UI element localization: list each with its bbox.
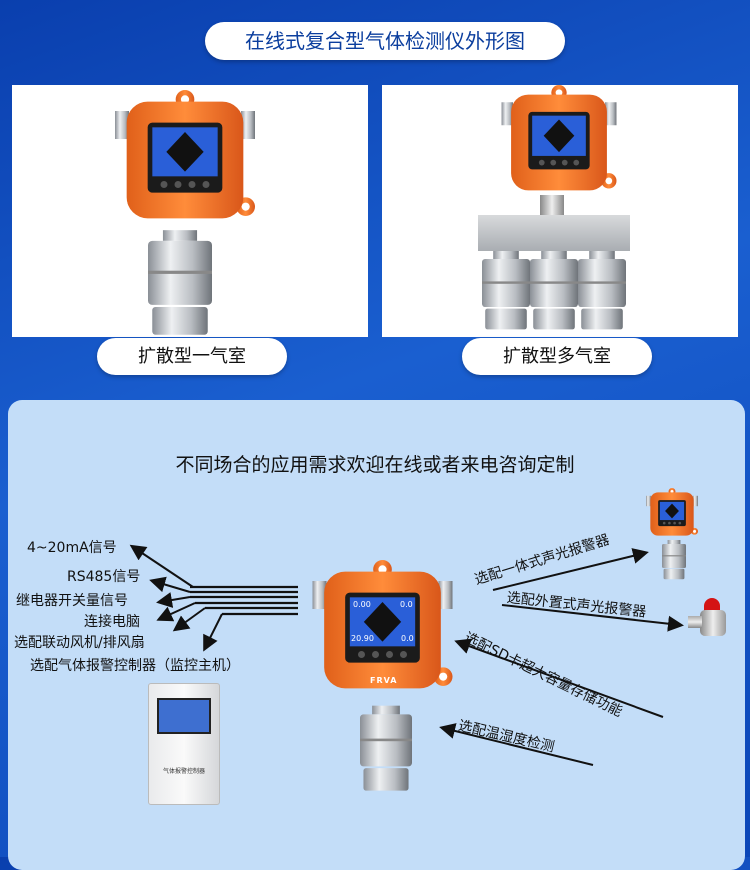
arrow bbox=[156, 602, 196, 622]
product-label-single: 扩散型一气室 bbox=[97, 338, 287, 375]
product-label-multi: 扩散型多气室 bbox=[462, 338, 652, 375]
page-title: 在线式复合型气体检测仪外形图 bbox=[205, 22, 565, 60]
output-computer: 连接电脑 bbox=[84, 614, 140, 630]
arrow bbox=[492, 548, 649, 591]
arrow bbox=[172, 607, 206, 632]
product-image-single-chamber bbox=[12, 85, 368, 337]
controller-label: 气体报警控制器 bbox=[162, 768, 205, 775]
output-controller: 选配气体报警控制器（监控主机） bbox=[30, 658, 240, 674]
screen-reading-3: 20.90 bbox=[351, 634, 374, 643]
arrow bbox=[454, 638, 664, 718]
output-4-20ma: 4~20mA信号 bbox=[27, 540, 117, 556]
product-image-multi-chamber bbox=[382, 85, 738, 337]
output-fan: 选配联动风机/排风扇 bbox=[14, 635, 145, 651]
arrow bbox=[203, 613, 223, 652]
screen-reading-2: 0.0 bbox=[400, 600, 413, 609]
alarm-controller-image: 气体报警控制器 bbox=[148, 683, 220, 805]
arrow bbox=[439, 723, 594, 766]
manifold-image bbox=[478, 215, 630, 251]
external-alarm-image bbox=[688, 598, 740, 636]
output-rs485: RS485信号 bbox=[67, 569, 141, 585]
screen-reading-1: 0.00 bbox=[353, 600, 371, 609]
arrow bbox=[129, 544, 194, 588]
screen-reading-4: 0.0 bbox=[401, 634, 414, 643]
arrow bbox=[156, 592, 191, 608]
arrow bbox=[149, 576, 191, 593]
arrow bbox=[501, 604, 684, 632]
applications-heading: 不同场合的应用需求欢迎在线或者来电咨询定制 bbox=[175, 454, 575, 476]
device-brand-label: FRVA bbox=[370, 676, 398, 685]
output-relay: 继电器开关量信号 bbox=[16, 593, 128, 609]
